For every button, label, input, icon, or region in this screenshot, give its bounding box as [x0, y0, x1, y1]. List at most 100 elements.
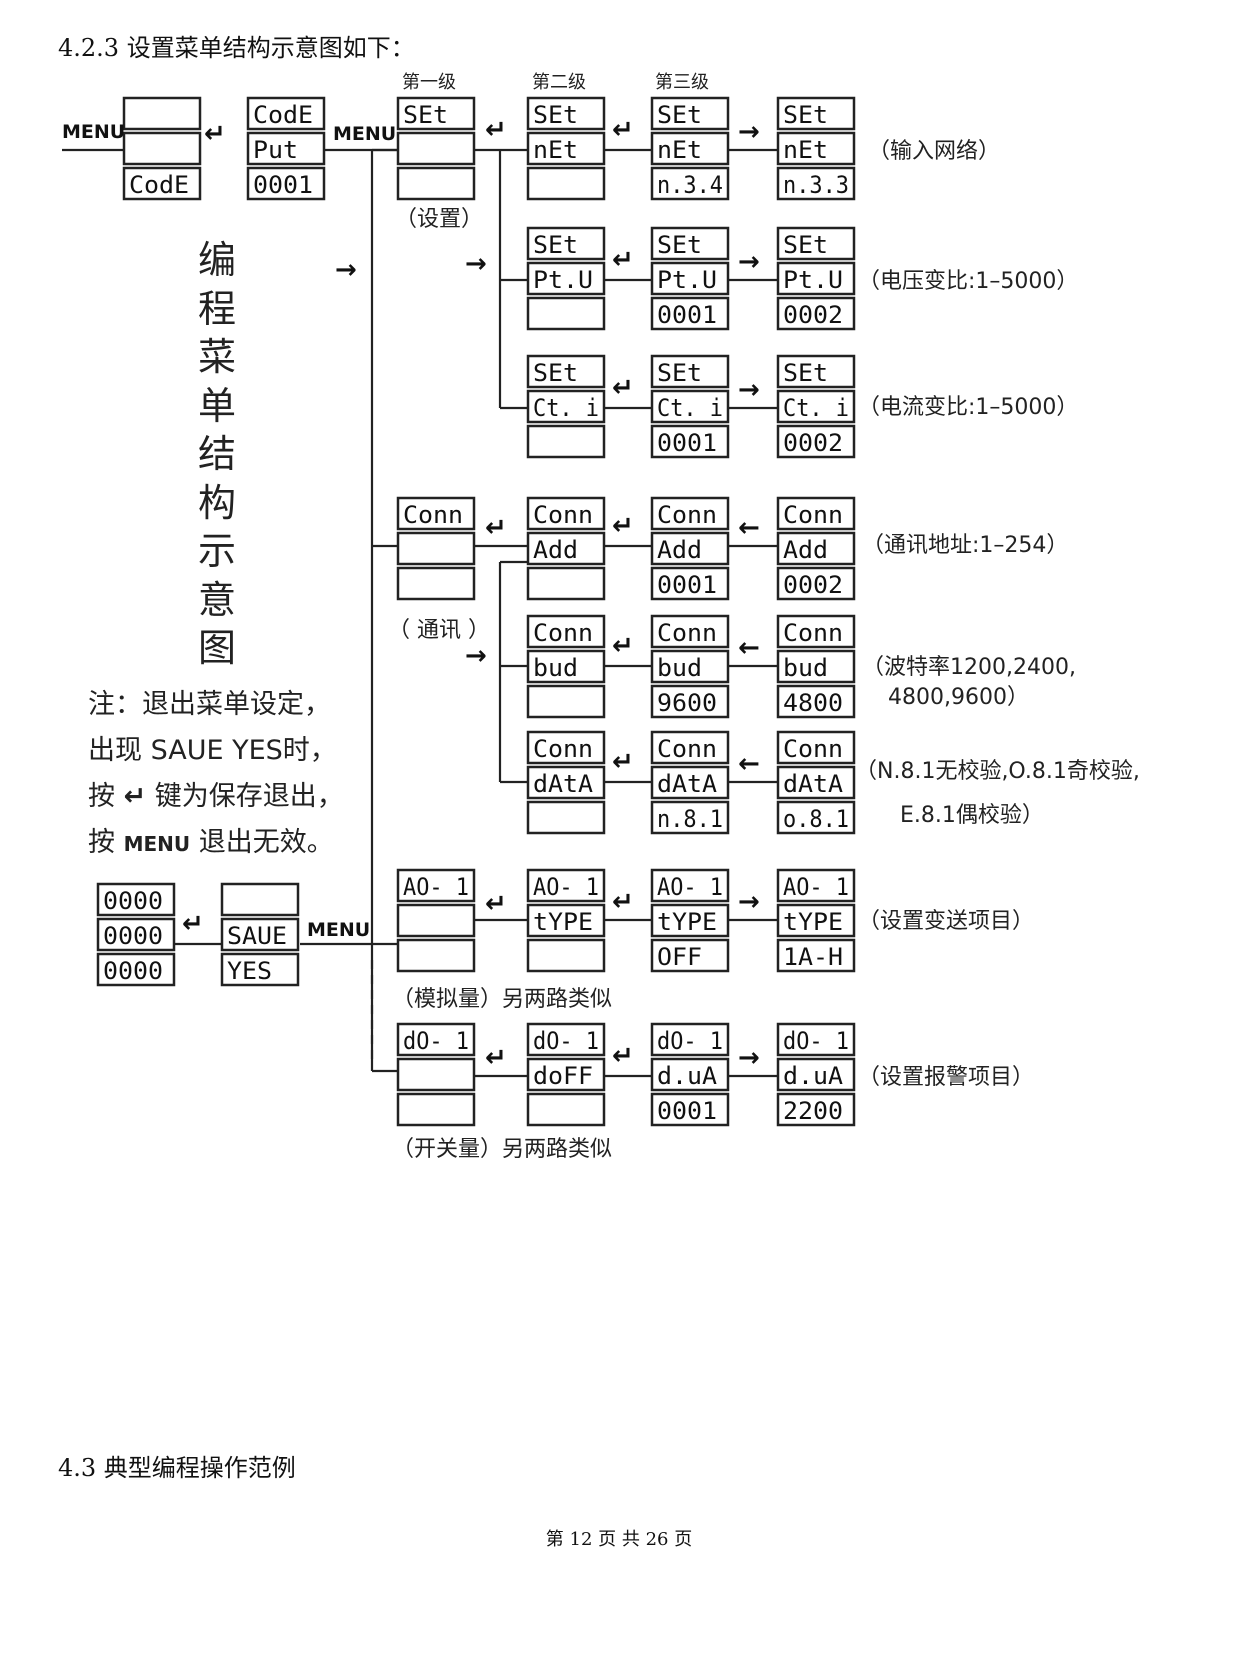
lcd-row-text: 0002: [783, 571, 843, 599]
lcd-row-text: Conn: [783, 619, 843, 647]
lcd-row-text: d.uA: [657, 1062, 718, 1090]
left-arrow-icon: ←: [738, 513, 760, 543]
lcd-row-text: SEt: [657, 231, 702, 259]
lcd-set-main: SEt: [396, 96, 476, 201]
enter-arrow-icon: ↵: [612, 1041, 634, 1071]
lcd-row-text: dAtA: [783, 770, 844, 798]
lcd-start: CodE: [122, 96, 202, 201]
lcd-cell: [396, 903, 476, 938]
enter-arrow-icon: ↵: [485, 513, 507, 543]
label-do-item: （设置报警项目）: [858, 1065, 1034, 1090]
lcd-cell: [650, 566, 730, 601]
lcd-cell: [650, 424, 730, 459]
enter-arrow-icon: ↵: [612, 245, 634, 275]
lcd-cell: [650, 389, 730, 424]
lcd-cell: [526, 389, 606, 424]
lcd-cell: [650, 730, 730, 765]
lcd-row-text: dO- 1: [783, 1027, 849, 1055]
lcd-cell: [650, 296, 730, 331]
lcd-cell: [776, 800, 856, 835]
lcd-row-text: d.uA: [783, 1062, 844, 1090]
lcd-cell: [526, 96, 606, 131]
lcd-row-text: dAtA: [657, 770, 718, 798]
lcd-cell: [776, 166, 856, 201]
lcd-row-text: 0000: [103, 957, 163, 985]
lcd-row-text: dO- 1: [533, 1027, 599, 1055]
lcd-cell: [396, 166, 476, 201]
lcd-row-text: 0001: [657, 301, 717, 329]
lcd-cell: [776, 496, 856, 531]
lcd-cell: [526, 531, 606, 566]
lcd-cell: [526, 868, 606, 903]
lcd-row-text: Add: [533, 536, 578, 564]
lcd-cell: [220, 917, 300, 952]
lcd-row-text: Ct. i: [657, 394, 723, 422]
lcd-cell: [650, 938, 730, 973]
level-label-second: 第二级: [532, 72, 586, 93]
lcd-cell: [526, 226, 606, 261]
lcd-row-text: Pt.U: [657, 266, 717, 294]
lcd-cell: [650, 614, 730, 649]
lcd-row-text: Add: [783, 536, 828, 564]
enter-arrow-icon: ↵: [485, 889, 507, 919]
lcd-row-text: Conn: [783, 735, 843, 763]
lcd-cell: [526, 354, 606, 389]
lcd-cell: [526, 1057, 606, 1092]
lcd-row-text: YES: [227, 957, 272, 985]
lcd-row-text: bud: [783, 654, 828, 682]
lcd-cell: [396, 938, 476, 973]
enter-arrow-icon: ↵: [204, 119, 226, 149]
lcd-cell: [776, 684, 856, 719]
lcd-row-text: Conn: [657, 735, 717, 763]
lcd-cell: [526, 614, 606, 649]
right-arrow-icon: →: [738, 117, 760, 147]
lcd-cell: [526, 730, 606, 765]
lcd-row-text: 4800: [783, 689, 843, 717]
lcd-cell: [396, 496, 476, 531]
lcd-cell: [650, 96, 730, 131]
lcd-conn-main: Conn: [396, 496, 476, 601]
lcd-cell: [526, 649, 606, 684]
lcd-cell: [776, 354, 856, 389]
lcd-cell: [122, 166, 202, 201]
lcd-row-text: OFF: [657, 943, 702, 971]
lcd-cell: [526, 496, 606, 531]
lcd-row-text: Conn: [657, 501, 717, 529]
left-arrow-icon: ←: [738, 633, 760, 663]
lcd-cell: [650, 531, 730, 566]
page-footer: 第 12 页 共 26 页: [545, 1529, 693, 1550]
connector-lines: [62, 148, 778, 1078]
lcd-row-text: Conn: [533, 735, 593, 763]
label-net: （输入网络）: [868, 139, 1000, 164]
lcd-cell: [776, 730, 856, 765]
enter-key-icon: ↵: [123, 781, 147, 812]
lcd-cell: [650, 1022, 730, 1057]
menu-label-code: MENU: [333, 123, 396, 145]
section-heading-4-2-3: 4.2.3 设置菜单结构示意图如下：: [58, 34, 415, 62]
lcd-row-text: AO- 1: [657, 873, 723, 901]
lcd-cell: [650, 261, 730, 296]
lcd-cell: [526, 296, 606, 331]
lcd-cell: [776, 765, 856, 800]
ao-caption: （模拟量）另两路类似: [392, 987, 612, 1012]
lcd-cell: [650, 496, 730, 531]
lcd-row-text: SEt: [783, 101, 828, 129]
lcd-row-text: Pt.U: [783, 266, 843, 294]
lcd-cell: [776, 1092, 856, 1127]
lcd-row-text: Conn: [533, 619, 593, 647]
enter-arrow-icon: ↵: [612, 373, 634, 403]
